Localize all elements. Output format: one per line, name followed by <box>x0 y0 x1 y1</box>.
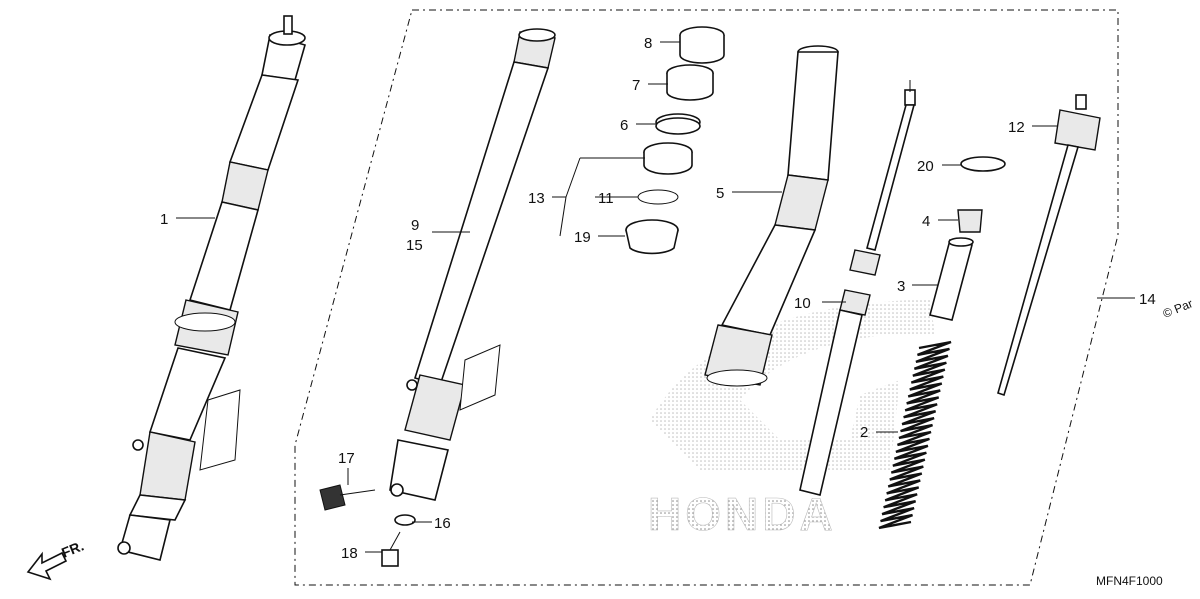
callout-1: 1 <box>160 211 168 228</box>
callout-17: 17 <box>338 450 355 467</box>
copyright-text: © Par <box>1161 296 1195 321</box>
screw-18 <box>381 531 401 567</box>
washer-16 <box>394 514 416 526</box>
callout-14: 14 <box>1139 291 1156 308</box>
fork-bolt-12 <box>997 94 1101 397</box>
direction-label: FR. <box>59 537 86 560</box>
callout-12: 12 <box>1008 119 1025 136</box>
callout-20: 20 <box>917 158 934 175</box>
callout-5: 5 <box>716 185 724 202</box>
callout-3: 3 <box>897 278 905 295</box>
callout-6: 6 <box>620 117 628 134</box>
clip-11 <box>637 189 679 205</box>
spring-coil <box>878 340 952 530</box>
watermark-text: HONDA <box>648 488 837 540</box>
fork-assembly-complete <box>117 15 306 561</box>
ring-7 <box>666 64 714 101</box>
callout-15: 15 <box>406 237 423 254</box>
oil-seal-13 <box>643 142 693 175</box>
oring-20 <box>960 156 1006 172</box>
spacer-3 <box>929 237 974 321</box>
callout-7: 7 <box>632 77 640 94</box>
callout-8: 8 <box>644 35 652 52</box>
dust-seal-19 <box>625 219 679 255</box>
callout-10: 10 <box>794 295 811 312</box>
callout-4: 4 <box>922 213 930 230</box>
front-direction-arrow: FR. <box>26 537 86 581</box>
fork-pipe-bottom-case <box>389 28 556 501</box>
callout-18: 18 <box>341 545 358 562</box>
collar-4 <box>957 209 983 233</box>
ring-6 <box>655 113 701 135</box>
diagram-code: MFN4F1000 <box>1096 574 1163 588</box>
callout-13: 13 <box>528 190 545 207</box>
callout-16: 16 <box>434 515 451 532</box>
fork-pipe-5 <box>704 45 839 387</box>
ring-8 <box>679 26 725 64</box>
callout-9: 9 <box>411 217 419 234</box>
callout-2: 2 <box>860 424 868 441</box>
spring-2 <box>878 340 952 530</box>
callout-19: 19 <box>574 229 591 246</box>
honda-watermark: HONDA <box>648 300 935 540</box>
damper-rod-10 <box>799 80 916 496</box>
bolt-17 <box>319 484 376 511</box>
leader-lines <box>176 41 1135 553</box>
callout-11: 11 <box>598 190 614 207</box>
